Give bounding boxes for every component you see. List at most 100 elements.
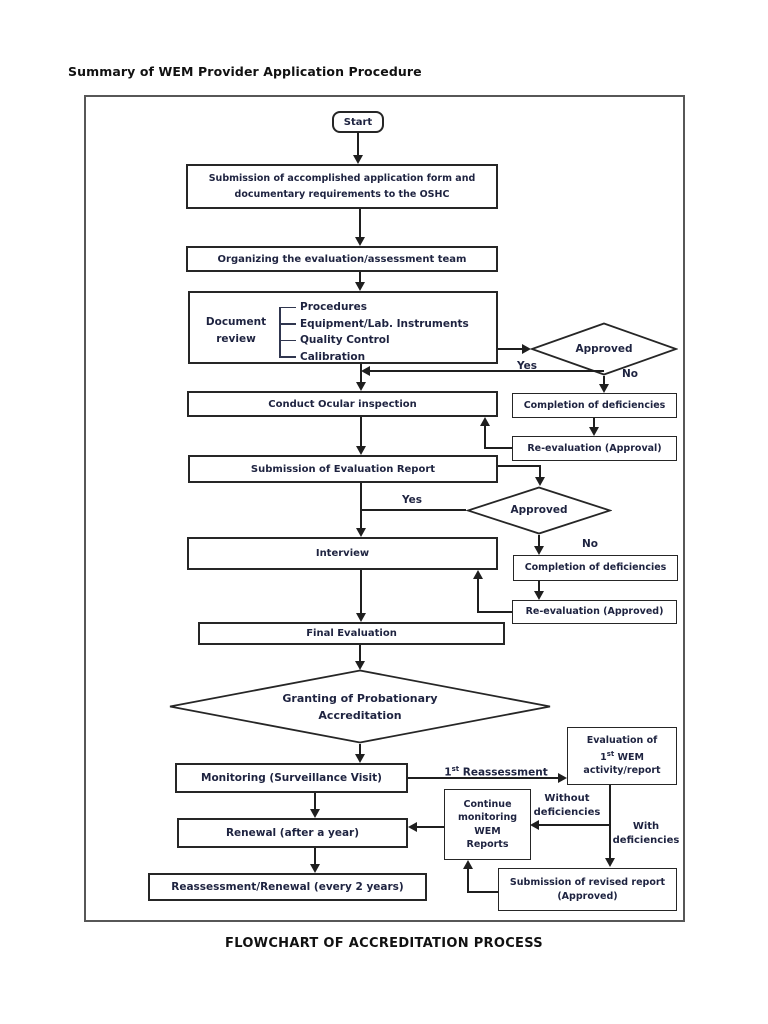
edge-reeval1-ocular-v	[484, 426, 486, 449]
no-label-2: No	[581, 538, 598, 550]
first-reassessment-label: 1st Reassessment	[444, 765, 548, 779]
arrowhead	[361, 366, 370, 376]
edge-continue-renewal	[417, 826, 444, 828]
edge-approved2-yes	[362, 509, 466, 511]
reevaluation-approval-node: Re-evaluation (Approval)	[512, 436, 677, 461]
edge-reeval1-ocular-h	[485, 447, 512, 449]
doc-review-item: Quality Control	[300, 334, 390, 346]
edge-monitoring-renewal	[314, 793, 316, 810]
completion-deficiencies-2-node: Completion of deficiencies	[513, 555, 678, 581]
edge-renewal-reassessment	[314, 848, 316, 865]
arrowhead	[353, 155, 363, 164]
edge-completion1-reeval1	[593, 418, 595, 429]
reassessment-renewal-node: Reassessment/Renewal (every 2 years)	[148, 873, 427, 901]
edge-monitoring-evalwem	[408, 777, 559, 779]
edge-approved2-no	[538, 535, 540, 547]
flowchart-caption: FLOWCHART OF ACCREDITATION PROCESS	[225, 936, 543, 951]
renewal-node: Renewal (after a year)	[177, 818, 408, 848]
continue-monitoring-node: Continue monitoring WEM Reports	[444, 789, 531, 860]
arrowhead	[356, 446, 366, 455]
edge-approved1-no	[603, 376, 605, 385]
document-review-node: Document review Procedures Equipment/Lab…	[188, 291, 498, 364]
start-node: Start	[332, 111, 384, 133]
revised-report-node: Submission of revised report (Approved)	[498, 868, 677, 911]
approved-2-label: Approved	[510, 504, 568, 516]
edge-reeval2-interview-h	[478, 611, 512, 613]
reevaluation-approved-node: Re-evaluation (Approved)	[512, 600, 677, 624]
edge-revised-continue-v	[467, 869, 469, 893]
ocular-inspection-node: Conduct Ocular inspection	[187, 391, 498, 417]
evaluation-wem-report-node: Evaluation of 1st WEM activity/report	[567, 727, 677, 785]
approved-decision-2: Approved	[466, 486, 612, 535]
arrowhead	[355, 237, 365, 246]
diamond-shape	[169, 669, 551, 744]
bracket-tick	[279, 339, 296, 341]
edge-evalreport-approved2-h	[498, 465, 541, 467]
arrowhead	[530, 820, 539, 830]
edge-reeval2-interview-v	[477, 579, 479, 613]
arrowhead	[558, 773, 567, 783]
page-title: Summary of WEM Provider Application Proc…	[68, 64, 422, 79]
final-evaluation-node: Final Evaluation	[198, 622, 505, 645]
doc-review-item: Calibration	[300, 350, 366, 363]
edge-approved1-yes	[370, 370, 604, 372]
arrowhead	[463, 860, 473, 869]
yes-label-2: Yes	[401, 494, 422, 506]
arrowhead	[589, 427, 599, 436]
diamond-shape	[530, 322, 678, 376]
granting-label: Granting of Probationary Accreditation	[282, 691, 438, 722]
edge-finaleval-granting	[359, 645, 361, 662]
arrowhead	[534, 546, 544, 555]
arrowhead	[408, 822, 417, 832]
approved-decision-1: Approved	[530, 322, 678, 376]
yes-label-1: Yes	[516, 360, 537, 372]
arrowhead	[310, 864, 320, 873]
granting-accreditation-decision: Granting of Probationary Accreditation	[168, 669, 552, 744]
without-deficiencies-label: Without deficiencies	[533, 793, 601, 818]
edge-evalwem-continue	[539, 824, 610, 826]
document-review-items: Procedures Equipment/Lab. Instruments Qu…	[300, 299, 469, 365]
bracket-line	[279, 306, 281, 358]
edge-revised-continue-h	[468, 891, 498, 893]
arrowhead	[535, 477, 545, 486]
start-label: Start	[343, 116, 373, 128]
edge-evalwem-revised	[609, 785, 611, 859]
edge-submission-organizing	[359, 209, 361, 238]
doc-review-item: Procedures	[300, 301, 367, 313]
edge-completion2-reeval2	[538, 581, 540, 592]
arrowhead	[522, 344, 531, 354]
arrowhead	[356, 613, 366, 622]
submission-application-node: Submission of accomplished application f…	[186, 164, 498, 209]
approved-1-label: Approved	[575, 342, 633, 355]
edge-start-submission	[357, 132, 359, 156]
arrowhead	[599, 384, 609, 393]
arrowhead	[473, 570, 483, 579]
arrowhead	[534, 591, 544, 600]
bracket-tick	[279, 356, 296, 358]
edge-evalreport-interview	[360, 483, 362, 531]
edge-evalreport-approved2-v	[539, 465, 541, 478]
completion-deficiencies-1-node: Completion of deficiencies	[512, 393, 677, 418]
arrowhead	[355, 282, 365, 291]
arrowhead	[356, 528, 366, 537]
arrowhead	[310, 809, 320, 818]
diamond-shape	[466, 486, 612, 535]
document-review-label: Document review	[205, 316, 267, 345]
edge-organizing-docreview	[359, 272, 361, 283]
edge-docreview-approved1	[498, 348, 522, 350]
interview-node: Interview	[187, 537, 498, 570]
with-deficiencies-label: With deficiencies	[612, 821, 680, 846]
bracket-tick	[279, 323, 296, 325]
edge-ocular-evalreport	[360, 417, 362, 448]
no-label-1: No	[621, 368, 638, 380]
doc-review-item: Equipment/Lab. Instruments	[300, 317, 469, 330]
edge-granting-monitoring	[359, 744, 361, 755]
evaluation-report-node: Submission of Evaluation Report	[188, 455, 498, 483]
arrowhead	[480, 417, 490, 426]
monitoring-node: Monitoring (Surveillance Visit)	[175, 763, 408, 793]
arrowhead	[605, 858, 615, 867]
edge-docreview-ocular	[360, 364, 362, 383]
bracket-tick	[279, 306, 296, 308]
edge-interview-finaleval	[360, 570, 362, 614]
